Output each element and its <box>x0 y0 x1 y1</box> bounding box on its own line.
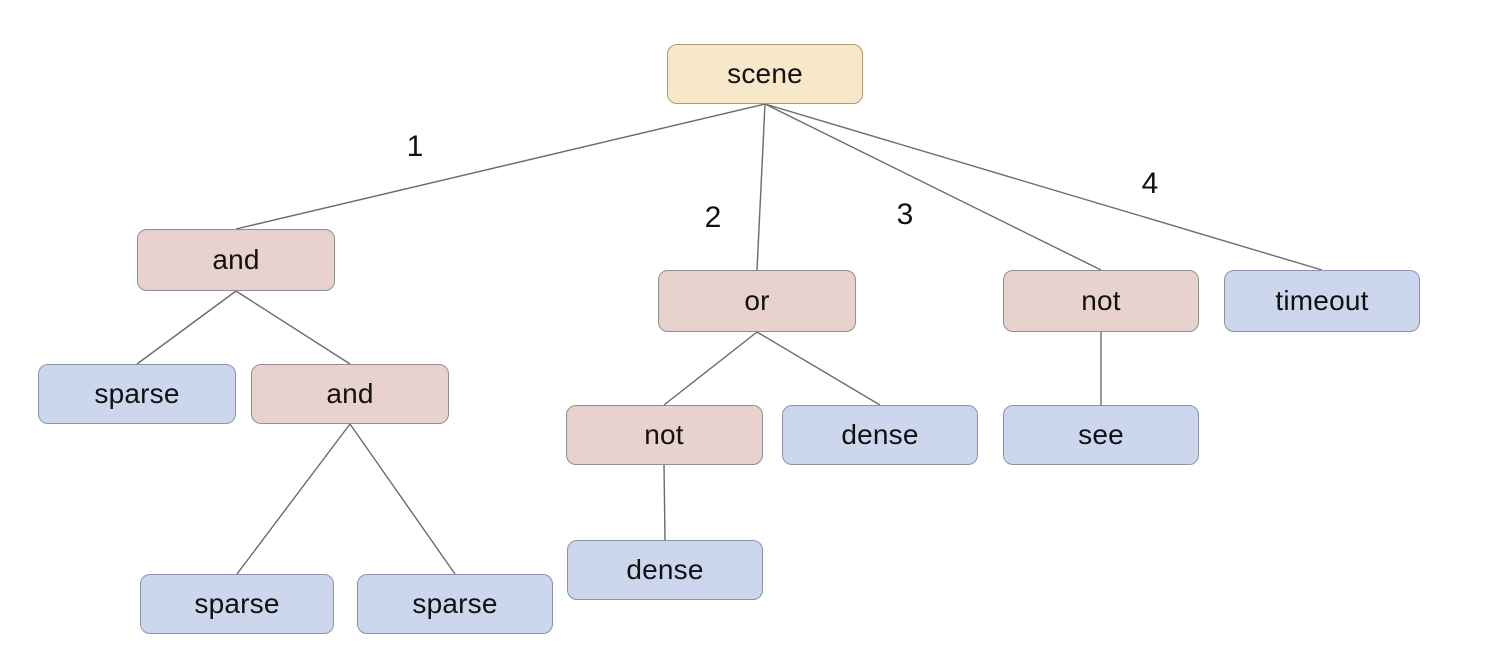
edge-or1-dense1 <box>756 331 881 406</box>
edge-scene-not1 <box>764 103 1102 271</box>
node-or1: or <box>658 270 856 332</box>
node-sparse2: sparse <box>140 574 334 634</box>
node-dense2: dense <box>567 540 763 600</box>
edge-or1-not2 <box>663 331 758 406</box>
edge-label-4: 4 <box>1141 167 1159 200</box>
node-and1: and <box>137 229 335 291</box>
node-see1: see <box>1003 405 1199 465</box>
edge-label-3: 3 <box>896 198 914 231</box>
node-scene: scene <box>667 44 863 104</box>
node-not2: not <box>565 405 763 465</box>
edge-and1-sparse1 <box>136 290 237 365</box>
node-and2: and <box>251 364 449 424</box>
edge-scene-or1 <box>756 103 766 271</box>
edge-not2-dense2 <box>663 464 666 541</box>
node-dense1: dense <box>782 405 978 465</box>
node-not1: not <box>1003 270 1199 332</box>
edge-scene-and1 <box>235 103 766 230</box>
edge-and1-and2 <box>235 290 351 365</box>
node-timeout1: timeout <box>1224 270 1420 332</box>
node-sparse1: sparse <box>38 364 236 424</box>
edge-and2-sparse3 <box>349 423 456 575</box>
edge-scene-timeout1 <box>764 103 1323 271</box>
edge-label-1: 1 <box>406 130 424 163</box>
node-sparse3: sparse <box>357 574 553 634</box>
edge-and2-sparse2 <box>236 423 351 575</box>
edge-label-2: 2 <box>704 201 722 234</box>
